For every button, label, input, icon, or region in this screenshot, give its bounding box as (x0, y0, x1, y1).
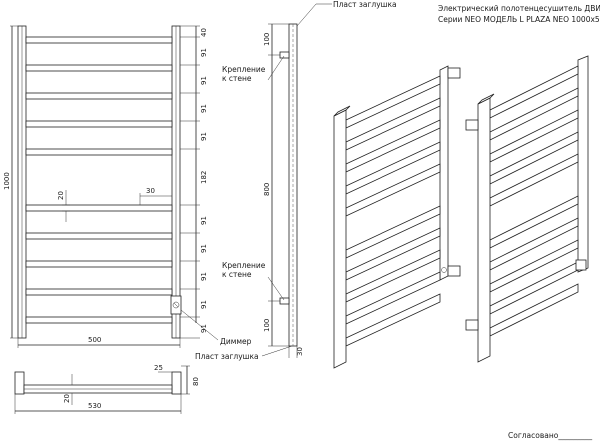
side-lower-mount (279, 297, 290, 305)
cap-top-label: Пласт заглушка (333, 0, 397, 9)
dim-pitch: 40 (200, 28, 208, 37)
dim-pitch: 91 (200, 76, 208, 85)
rung (25, 120, 173, 128)
dim-side-bottom: 100 (263, 319, 271, 332)
dim-pitch: 91 (200, 104, 208, 113)
dim-side-mid: 800 (263, 183, 271, 196)
rung (25, 64, 173, 72)
isometric-view-front (333, 65, 461, 369)
rung (25, 260, 173, 268)
approval-label: Согласовано_________ (508, 431, 592, 440)
dim-bottom-top: 25 (154, 364, 163, 372)
plan-right-end (171, 371, 182, 395)
dim-rung-thickness: 20 (57, 191, 65, 200)
rung (25, 316, 173, 324)
dim-side-depth: 30 (296, 347, 304, 356)
mount-lower-label: Крепление (222, 261, 266, 270)
side-upper-mount (279, 51, 290, 59)
dim-rung-offset: 30 (146, 187, 155, 195)
isometric-view-rear (465, 55, 589, 363)
dim-bottom-thick: 20 (63, 394, 71, 403)
dim-pitch: 91 (200, 244, 208, 253)
rung (25, 288, 173, 296)
dim-bottom-width: 530 (88, 402, 101, 410)
rung (25, 232, 173, 240)
front-view: 1000 500 20 30 40 91 91 91 91 (3, 25, 252, 348)
dim-pitch: 91 (200, 132, 208, 141)
rung (25, 92, 173, 100)
dim-pitch: 91 (200, 300, 208, 309)
dim-width-main: 500 (88, 336, 101, 344)
dim-pitch: 182 (200, 171, 208, 184)
front-rungs (25, 36, 173, 324)
mount-upper-label: к стене (222, 74, 252, 83)
dim-side-top: 100 (263, 33, 271, 46)
drawing-title-line-1: Электрический полотенцесушитель ДВИН (438, 4, 600, 13)
dim-height-total: 1000 (3, 172, 11, 190)
plan-left-end (14, 371, 25, 395)
dim-bottom-side: 80 (192, 377, 200, 386)
dimmer-label: Диммер (220, 337, 252, 346)
drawing-title-line-2: Серии NEO МОДЕЛЬ L PLAZA NEO 1000x500 (438, 15, 600, 24)
dim-pitch: 91 (200, 48, 208, 57)
side-view: Пласт заглушка Пласт заглушка Крепление … (195, 0, 397, 361)
cap-bottom-label: Пласт заглушка (195, 352, 259, 361)
mount-lower-label: к стене (222, 270, 252, 279)
plan-view: 25 80 20 530 (14, 364, 200, 414)
rung (25, 148, 173, 156)
dim-pitch: 91 (200, 216, 208, 225)
rung (25, 36, 173, 44)
mount-upper-label: Крепление (222, 65, 266, 74)
rung (25, 204, 173, 212)
dim-pitch: 91 (200, 272, 208, 281)
